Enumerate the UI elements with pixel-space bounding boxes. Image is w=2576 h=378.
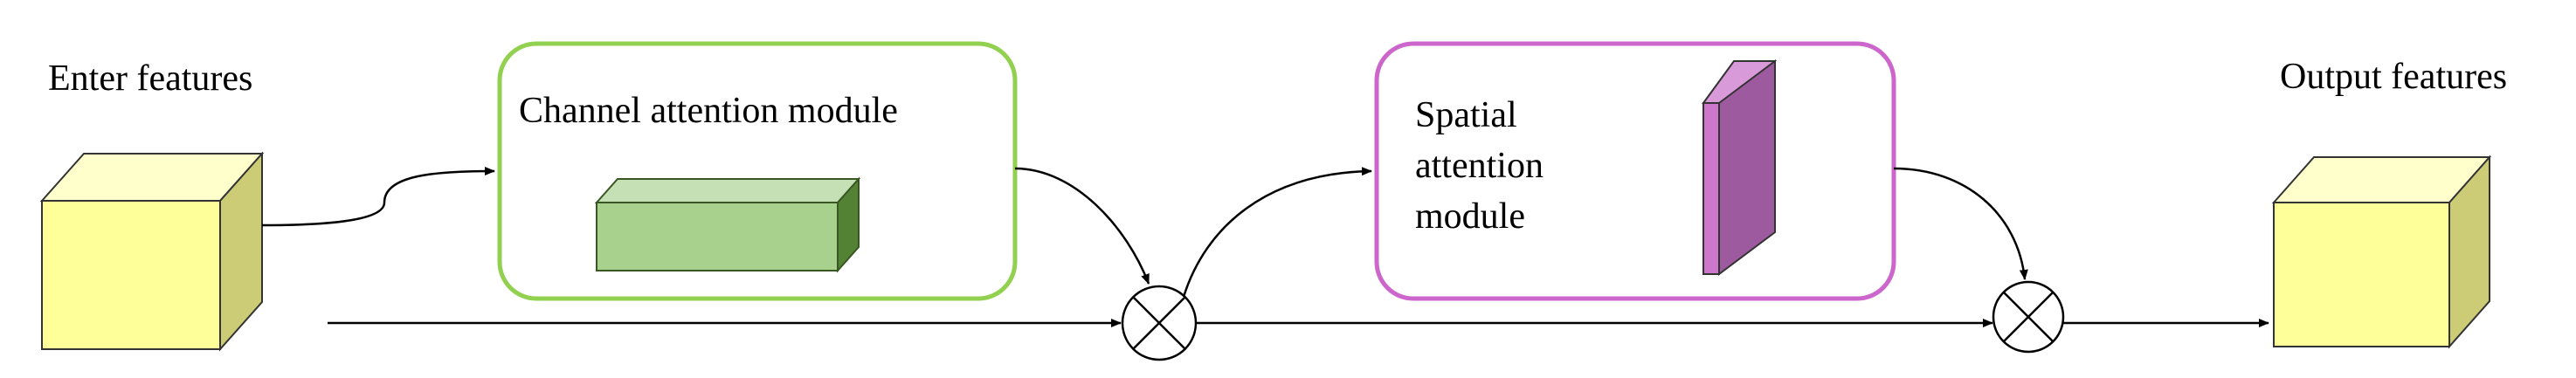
spatial-label-line-2: attention — [1415, 146, 1544, 186]
channel-attention-module-label: Channel attention module — [519, 91, 898, 131]
channel-block-front — [596, 202, 839, 271]
arrow-spatial-to-second-multiply — [1893, 167, 2028, 280]
channel-attention-block — [594, 176, 861, 273]
spatial-attention-module-label: Spatial attention module — [1415, 95, 1552, 237]
input-feature-cube — [39, 151, 265, 352]
arrow-channel-to-first-multiply — [1014, 167, 1150, 285]
output-features-label: Output features — [2280, 57, 2507, 97]
spatial-attention-block — [1702, 59, 1777, 276]
multiply-circle-icon — [1121, 285, 1198, 361]
output-feature-cube — [2271, 155, 2492, 349]
channel-block-top — [594, 178, 861, 203]
output-cube-front — [2273, 202, 2450, 347]
arrow-first-multiply-to-spatial — [1182, 167, 1372, 298]
input-features-label: Enter features — [48, 58, 252, 99]
spatial-label-line-3: module — [1415, 196, 1525, 237]
input-cube-front — [41, 200, 221, 350]
arrow-input-to-channel — [261, 167, 495, 227]
multiply-circle-icon — [1992, 280, 2065, 354]
spatial-block-front — [1702, 102, 1720, 275]
spatial-label-line-1: Spatial — [1415, 95, 1517, 135]
